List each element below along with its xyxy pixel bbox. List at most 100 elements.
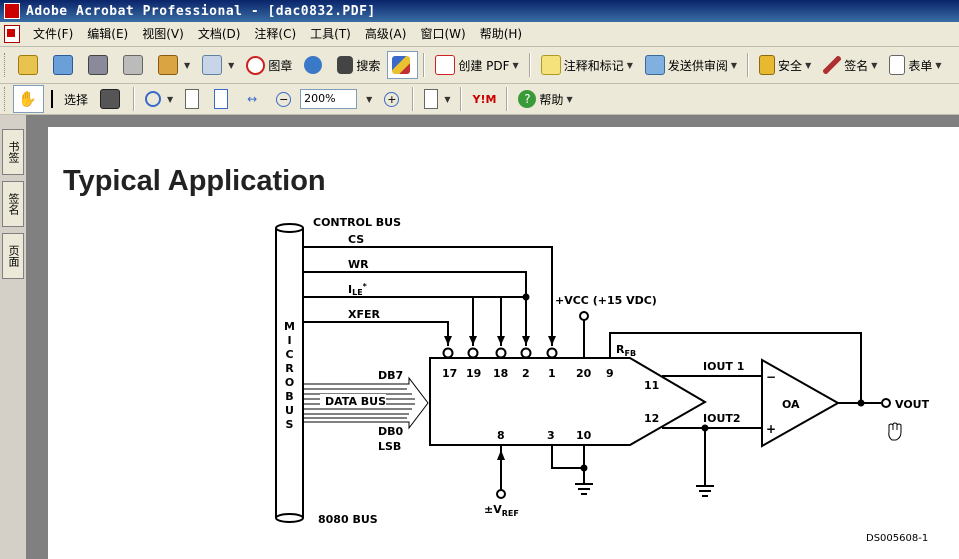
- snapshot-tool-button[interactable]: [95, 85, 128, 113]
- yahoo-messenger-icon: Y!M: [472, 92, 497, 106]
- toolbar-grip[interactable]: [4, 87, 8, 111]
- text-cursor-icon: [51, 90, 61, 108]
- menu-bar: 文件(F) 编辑(E) 视图(V) 文档(D) 注释(C) 工具(T) 高级(A…: [0, 22, 959, 47]
- vout-label: VOUT: [895, 398, 930, 411]
- toolbar-separator: [506, 87, 509, 111]
- toolbar-separator: [528, 53, 531, 77]
- search-button[interactable]: 搜索: [332, 51, 385, 79]
- zoom-out-button[interactable]: −: [271, 85, 299, 113]
- pin-20-label: 20: [576, 367, 592, 380]
- microbus-label: M I C R O B U S: [284, 320, 295, 431]
- fit-width-button[interactable]: ↔: [238, 85, 269, 113]
- zoom-input[interactable]: 200%: [300, 89, 358, 109]
- select-tool-button[interactable]: 选择: [46, 85, 93, 113]
- tab-pages[interactable]: 页面: [2, 233, 24, 279]
- pin-19-label: 19: [466, 367, 481, 380]
- zoom-tool-button[interactable]: ▼: [140, 85, 178, 113]
- chevron-down-icon: ▼: [566, 94, 573, 104]
- document-view[interactable]: Typical Application M I C R O B U S: [27, 115, 959, 559]
- navigation-pane: 书签 签名 页面: [0, 115, 27, 559]
- zoom-dropdown-button[interactable]: ▼: [358, 85, 377, 113]
- menu-help[interactable]: 帮助(H): [479, 27, 523, 41]
- data-bus-label: DATA BUS: [325, 395, 386, 408]
- security-button[interactable]: 安全▼: [754, 51, 816, 79]
- pin-11-label: 11: [644, 379, 659, 392]
- toolbar-grip[interactable]: [4, 53, 8, 77]
- tab-signatures[interactable]: 签名: [2, 181, 24, 227]
- cs-label: CS: [348, 233, 364, 246]
- magnifier-icon: [145, 91, 162, 107]
- pin-8-label: 8: [497, 429, 505, 442]
- svg-text:O: O: [285, 376, 294, 389]
- menu-comments[interactable]: 注释(C): [254, 27, 297, 41]
- tab-bookmarks[interactable]: 书签: [2, 129, 24, 175]
- fit-page-button[interactable]: [209, 85, 236, 113]
- email-button[interactable]: ▼: [153, 51, 195, 79]
- menu-view[interactable]: 视图(V): [142, 27, 184, 41]
- svg-text:B: B: [285, 390, 293, 403]
- hand-tool-button[interactable]: ✋: [13, 85, 44, 113]
- select-label: 选择: [64, 92, 89, 107]
- pin-circles: [442, 347, 558, 359]
- db0-label: DB0: [378, 425, 404, 438]
- iout1-label: IOUT 1: [703, 360, 744, 373]
- zoom-out-icon: −: [276, 91, 292, 107]
- email-icon: [158, 55, 178, 75]
- svg-text:+: +: [766, 422, 776, 436]
- printer-icon: [123, 55, 143, 75]
- menu-advanced[interactable]: 高级(A): [364, 27, 407, 41]
- chevron-down-icon: ▼: [366, 94, 373, 104]
- forms-label: 表单: [908, 58, 933, 73]
- actual-size-button[interactable]: [180, 85, 207, 113]
- zoom-in-button[interactable]: +: [379, 85, 407, 113]
- open-button[interactable]: [13, 51, 46, 79]
- chevron-down-icon: ▼: [935, 60, 942, 70]
- save-button[interactable]: [83, 51, 116, 79]
- title-bar: Adobe Acrobat Professional - [dac0832.PD…: [0, 0, 959, 22]
- forms-button[interactable]: 表单▼: [884, 51, 946, 79]
- svg-text:M: M: [284, 320, 295, 333]
- chevron-down-icon: ▼: [626, 60, 633, 70]
- data-bus-label-bg: [320, 394, 386, 408]
- pdf-page: Typical Application M I C R O B U S: [48, 127, 959, 559]
- menu-document[interactable]: 文档(D): [197, 27, 241, 41]
- chevron-down-icon: ▼: [512, 60, 519, 70]
- hand-cursor-icon: [888, 422, 902, 441]
- rotate-view-button[interactable]: ▼: [419, 85, 455, 113]
- pin-10-label: 10: [576, 429, 592, 442]
- svg-text:R: R: [285, 362, 294, 375]
- wr-label: WR: [348, 258, 369, 271]
- lock-icon: [759, 55, 776, 75]
- help-button[interactable]: ?帮助▼: [513, 85, 577, 113]
- globe-button[interactable]: [299, 51, 330, 79]
- yahoo-messenger-button[interactable]: Y!M: [467, 85, 501, 113]
- svg-text:−: −: [766, 370, 776, 384]
- svg-text:C: C: [285, 348, 293, 361]
- pdf-document-icon[interactable]: [4, 25, 20, 43]
- bottom-wiring: [500, 445, 593, 495]
- menu-file[interactable]: 文件(F): [33, 27, 74, 41]
- microbus-cylinder: [275, 223, 304, 523]
- sign-button[interactable]: 签名▼: [818, 51, 882, 79]
- rfb-label: RFB: [616, 343, 636, 358]
- create-pdf-button[interactable]: 创建 PDF▼: [430, 51, 523, 79]
- print-button[interactable]: [118, 51, 151, 79]
- menu-window[interactable]: 窗口(W): [420, 27, 466, 41]
- chart-view-button[interactable]: [387, 51, 419, 79]
- camera-icon: [100, 89, 121, 109]
- chevron-down-icon: ▼: [444, 94, 451, 104]
- disk-icon: [88, 55, 108, 75]
- vref-label: ±VREF: [484, 503, 519, 518]
- organizer-button[interactable]: [48, 51, 81, 79]
- stamp-button[interactable]: 图章: [241, 51, 297, 79]
- vout-terminal: [881, 398, 891, 408]
- pin-2-label: 2: [522, 367, 530, 380]
- menu-edit[interactable]: 编辑(E): [87, 27, 129, 41]
- dac-block: [429, 357, 707, 446]
- attach-button[interactable]: ▼: [197, 51, 239, 79]
- toolbar-separator: [423, 53, 426, 77]
- send-review-button[interactable]: 发送供审阅▼: [640, 51, 742, 79]
- comment-markup-button[interactable]: 注释和标记▼: [536, 51, 638, 79]
- menu-tools[interactable]: 工具(T): [310, 27, 351, 41]
- security-label: 安全: [778, 58, 803, 73]
